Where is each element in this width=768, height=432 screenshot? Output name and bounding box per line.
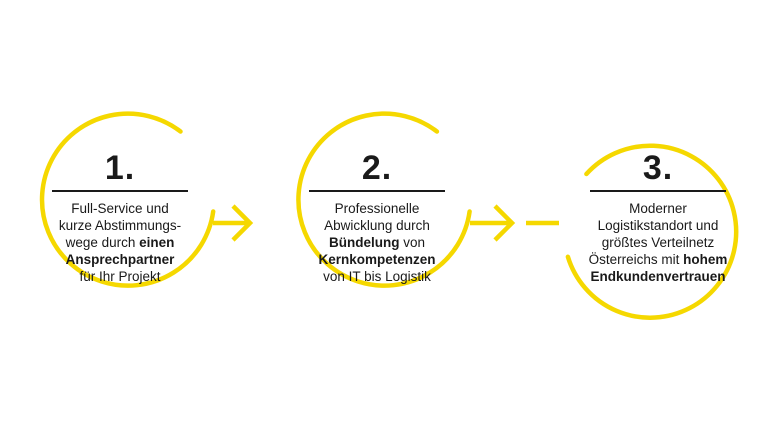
text-segment: Professionelle <box>334 201 420 216</box>
description-line: Endkundenvertrauen <box>578 268 738 285</box>
description-line: größtes Verteilnetz <box>578 234 738 251</box>
step-3-circle-arc <box>565 143 739 320</box>
description-line: von IT bis Logistik <box>297 268 457 285</box>
text-segment: kurze Abstimmungs- <box>58 218 182 233</box>
description-line: Ansprechpartner <box>40 251 200 268</box>
step-1: 1. Full-Service und kurze Abstimmungs-weg… <box>40 148 200 285</box>
step-3-number: 3. <box>642 149 674 187</box>
step-1-description: Full-Service und kurze Abstimmungs-wege d… <box>40 200 200 285</box>
emphasis-text: Ansprechpartner <box>65 252 175 267</box>
text-segment: für Ihr Projekt <box>79 269 161 284</box>
step-2-circle-arc <box>296 111 472 288</box>
text-segment: Abwicklung durch <box>324 218 430 233</box>
text-segment: wege durch <box>65 235 140 250</box>
emphasis-text: Bündelung <box>328 235 400 250</box>
emphasis-text: einen <box>139 235 175 250</box>
text-segment: größtes Verteilnetz <box>601 235 715 250</box>
description-line: Bündelung von <box>297 234 457 251</box>
step-3-divider <box>590 190 726 192</box>
step-1-number: 1. <box>104 149 136 187</box>
text-segment: Logistikstandort und <box>597 218 719 233</box>
text-segment: Full-Service und <box>71 201 169 216</box>
step-2-number: 2. <box>361 149 393 187</box>
description-line: Kernkompetenzen <box>297 251 457 268</box>
arrow-1-icon <box>213 204 254 242</box>
description-line: Moderner <box>578 200 738 217</box>
step-1-circle-arc <box>39 111 216 288</box>
description-line: Full-Service und <box>40 200 200 217</box>
arrow-2-icon <box>470 204 516 242</box>
emphasis-text: Endkundenvertrauen <box>590 269 726 284</box>
description-line: für Ihr Projekt <box>40 268 200 285</box>
step-2-divider <box>309 190 445 192</box>
text-segment: Moderner <box>629 201 687 216</box>
description-line: Logistikstandort und <box>578 217 738 234</box>
description-line: Abwicklung durch <box>297 217 457 234</box>
description-line: Österreichs mit hohem <box>578 251 738 268</box>
text-segment: von IT bis Logistik <box>323 269 431 284</box>
description-line: kurze Abstimmungs- <box>40 217 200 234</box>
step-1-divider <box>52 190 188 192</box>
description-line: Professionelle <box>297 200 457 217</box>
text-segment: Österreichs mit <box>588 252 684 267</box>
description-line: wege durch einen <box>40 234 200 251</box>
text-segment: von <box>399 235 426 250</box>
emphasis-text: Kernkompetenzen <box>318 252 436 267</box>
emphasis-text: hohem <box>683 252 728 267</box>
